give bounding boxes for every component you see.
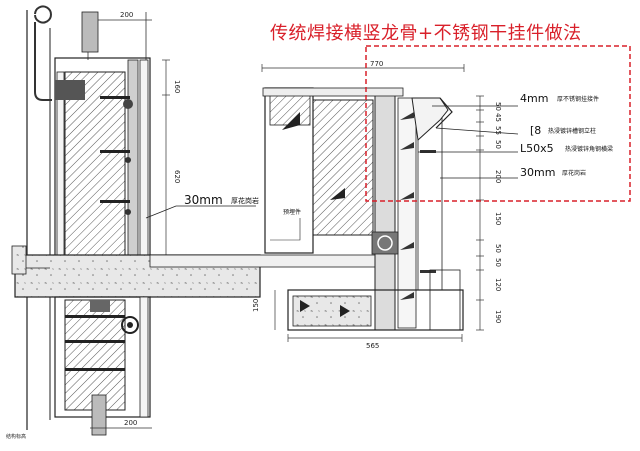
dim-150: 150 [252, 299, 260, 312]
plate-size: 4mm [520, 92, 548, 105]
left-column: 160 620 200 200 结构标高 30mm 厚花岗岩 [6, 5, 261, 440]
dim-r-55: 55 [494, 126, 502, 135]
channel-text: 热浸镀锌槽钢立柱 [548, 127, 596, 135]
corner-note: 结构标高 [6, 433, 26, 440]
dim-r-190: 190 [494, 310, 502, 323]
steel-channel-column [374, 94, 396, 331]
dim-bottom-200: 200 [124, 419, 137, 427]
column-core [64, 71, 126, 258]
arrow-icon [282, 112, 300, 130]
dim-top-200: 200 [120, 11, 133, 19]
dim-r-45: 45 [494, 113, 502, 122]
dim-r-50d: 50 [494, 258, 502, 267]
bolt-icon [377, 235, 393, 251]
dim-r-50: 50 [494, 102, 502, 111]
dim-r-200: 200 [494, 170, 502, 183]
dim-r-150: 150 [494, 212, 502, 225]
dim-565: 565 [366, 342, 379, 350]
right-stone-size: 30mm [520, 166, 555, 179]
dim-r-50c: 50 [494, 244, 502, 253]
dim-770: 770 [370, 60, 383, 68]
embed-part-label: 预埋件 [283, 208, 301, 216]
angle-size: L50x5 [520, 142, 554, 155]
drain-pipe-icon [34, 5, 52, 101]
diagram-title: 传统焊接横竖龙骨+不锈钢干挂件做法 [270, 23, 582, 44]
plate-text: 厚不锈钢挂接件 [557, 95, 599, 103]
left-stone-text: 厚花岗岩 [231, 196, 259, 205]
dim-160: 160 [173, 80, 181, 93]
top-fixing-block [81, 11, 99, 53]
right-section: 预埋件 150 [149, 60, 613, 350]
highlight-box [365, 45, 631, 202]
dim-620: 620 [173, 170, 181, 183]
left-stone-size: 30mm [184, 193, 223, 207]
dim-r-120: 120 [494, 278, 502, 291]
channel-size: [8 [530, 124, 541, 137]
angle-text: 热浸镀锌角钢横梁 [565, 145, 613, 153]
left-stone-leader [145, 205, 256, 219]
right-stone-text: 厚花岗岩 [562, 169, 586, 177]
bolt-fixing-icon [121, 316, 139, 334]
bottom-fixing-block [91, 394, 107, 436]
dim-r-50b: 50 [494, 140, 502, 149]
